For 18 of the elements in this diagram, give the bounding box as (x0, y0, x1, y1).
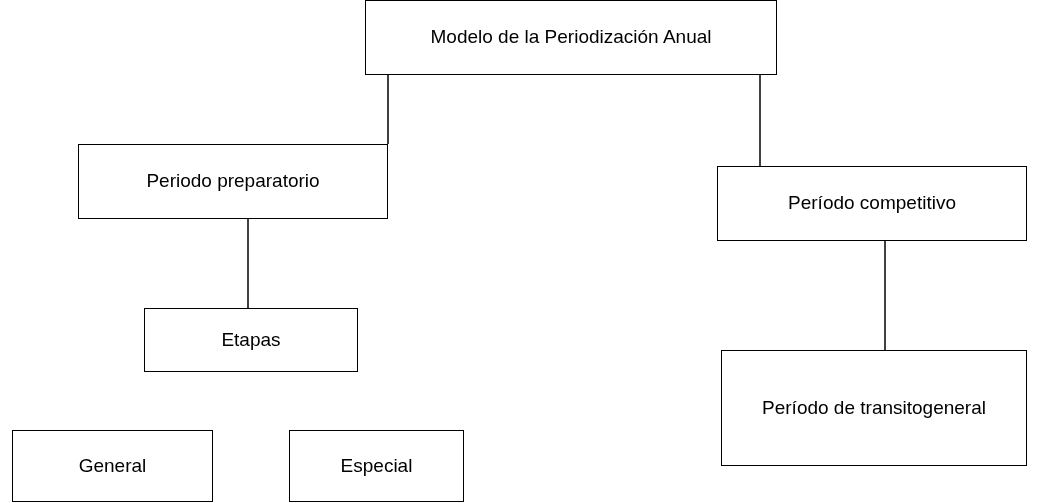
process-box (365, 0, 777, 75)
process-box (12, 430, 213, 502)
process-box (78, 144, 388, 219)
box-label: Modelo de la Periodización Anual (430, 25, 712, 50)
connector-line (247, 218, 249, 309)
process-box (721, 350, 1027, 466)
box-label: Periodo preparatorio (146, 169, 320, 194)
box-label: Período competitivo (788, 191, 956, 216)
connector-line (884, 240, 886, 351)
connector-line (759, 74, 761, 167)
box-label: Especial (340, 453, 413, 478)
connector-line (387, 74, 389, 145)
process-box (717, 166, 1027, 241)
process-box (144, 308, 358, 372)
box-label: General (78, 453, 147, 478)
process-box (289, 430, 464, 502)
box-label: Etapas (221, 327, 281, 352)
box-label: Período de transitogeneral (762, 395, 986, 420)
